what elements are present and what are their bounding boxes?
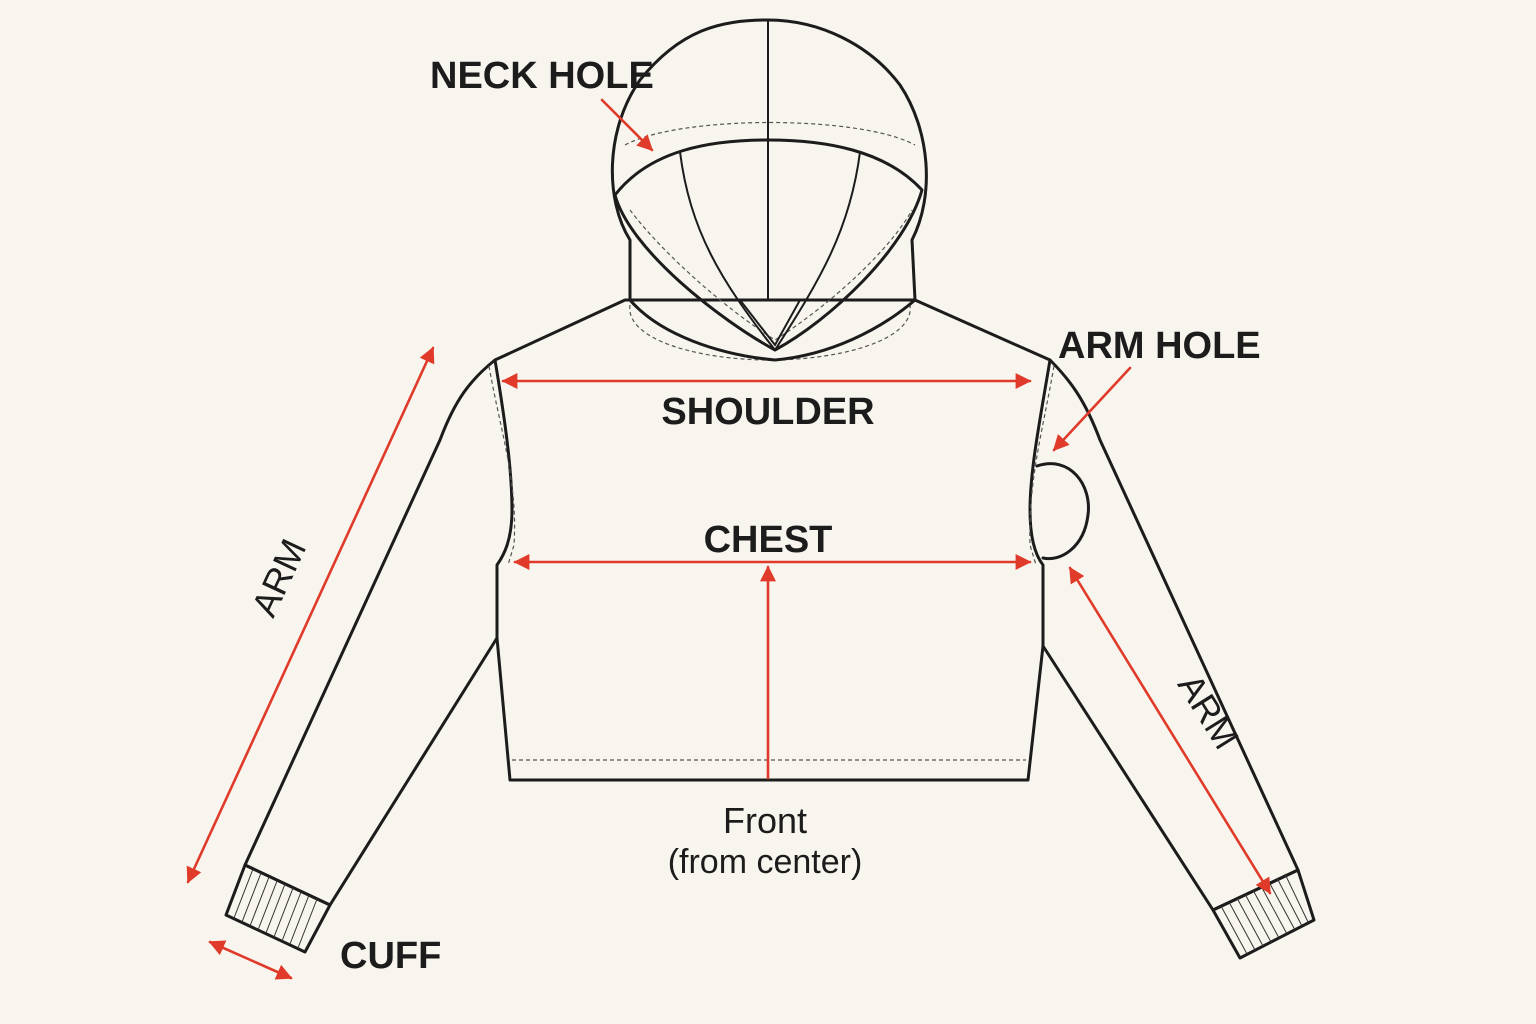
arm-hole-pointer [1052, 366, 1132, 452]
armhole-curve [1035, 462, 1090, 561]
hood-opening-seam [624, 121, 916, 146]
hood-back-panel [737, 299, 802, 347]
hood-opening [613, 138, 924, 352]
right-sleeve [1041, 358, 1300, 912]
neck-hole-pointer [600, 98, 654, 152]
neck-hole-label: NECK HOLE [430, 55, 654, 97]
shoulder-label: SHOULDER [661, 391, 874, 433]
right-shoulder-seam [1029, 365, 1055, 566]
right-arm-label: ARM [1170, 667, 1247, 757]
labels: NECK HOLE SHOULDER ARM HOLE CHEST ARM AR… [243, 55, 1260, 977]
chest-label: CHEST [704, 519, 833, 561]
cuff-arrow [208, 940, 293, 980]
left-sleeve [243, 358, 499, 907]
left-shoulder-seam [488, 365, 516, 566]
left-cuff [224, 863, 332, 954]
front-sub-label: (from center) [668, 843, 863, 881]
hoodie-body [493, 298, 1052, 782]
hood [610, 18, 928, 362]
front-label: Front [723, 800, 807, 841]
right-arm-arrow [1068, 566, 1272, 895]
hood-inner-fold-left [679, 151, 776, 351]
arm-hole-label: ARM HOLE [1058, 325, 1261, 367]
cuff-label: CUFF [340, 935, 441, 977]
hood-inner-fold-right [774, 151, 861, 351]
left-arm-label: ARM [243, 533, 314, 623]
measurement-arrows [186, 98, 1272, 980]
hood-inner-seam [629, 209, 913, 341]
left-arm-arrow [186, 346, 435, 884]
